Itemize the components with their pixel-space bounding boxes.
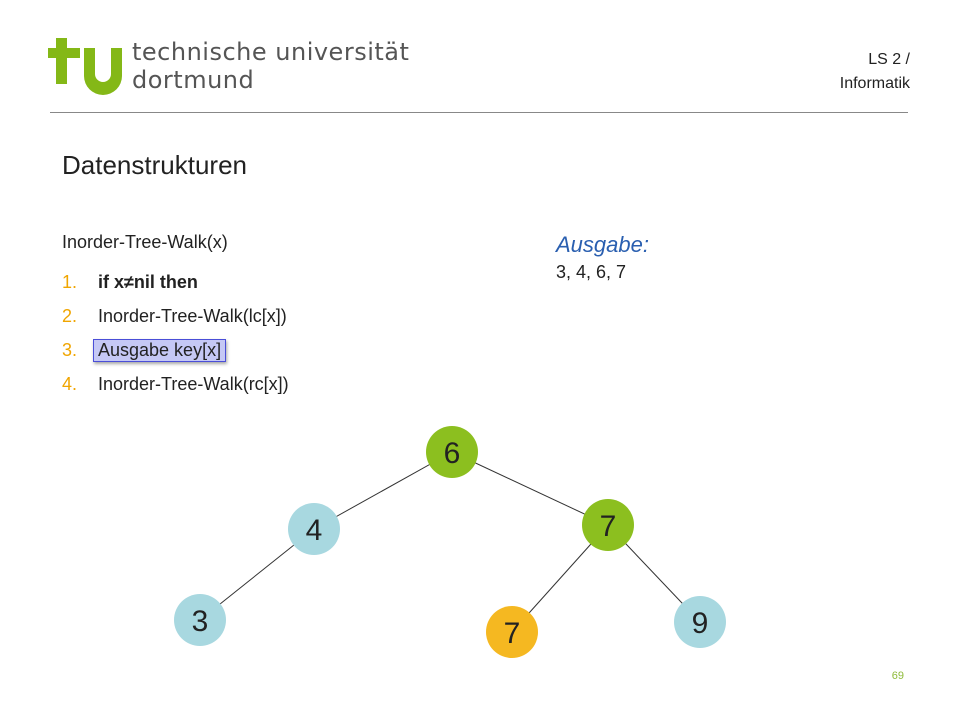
tree-edge bbox=[313, 451, 453, 530]
logo-text-university: technische universität bbox=[132, 38, 410, 66]
tree-edge bbox=[451, 451, 609, 526]
logo-text-city: dortmund bbox=[132, 66, 255, 94]
output-block: Ausgabe: 3, 4, 6, 7 bbox=[556, 232, 649, 283]
tu-dortmund-logo: technische universität dortmund bbox=[48, 34, 409, 96]
step-number: 3. bbox=[62, 339, 78, 360]
algorithm-block: Inorder-Tree-Walk(x) 1. if x≠nil then 2.… bbox=[62, 232, 289, 401]
tu-logo-icon bbox=[48, 38, 122, 95]
page-number: 69 bbox=[891, 670, 904, 682]
algorithm-name: Inorder-Tree-Walk(x) bbox=[62, 232, 228, 252]
chair-name: LS 2 / bbox=[868, 51, 910, 68]
step-number: 2. bbox=[62, 305, 78, 326]
tree-node-key: 9 bbox=[692, 607, 709, 640]
algorithm-step: 1. if x≠nil then bbox=[62, 265, 289, 299]
tree-node-default bbox=[174, 594, 226, 646]
header-divider bbox=[50, 112, 908, 113]
tree-node-current bbox=[486, 606, 538, 658]
step-number: 1. bbox=[62, 271, 78, 292]
tree-node-key: 7 bbox=[504, 617, 521, 650]
algorithm-step-highlighted: 3. Ausgabe key[x] bbox=[62, 333, 289, 367]
tree-node-visited bbox=[426, 426, 478, 478]
tree-node-key: 6 bbox=[444, 437, 461, 470]
algorithm-step: 4. Inorder-Tree-Walk(rc[x]) bbox=[62, 367, 289, 401]
tree-node-default bbox=[674, 596, 726, 648]
output-values: 3, 4, 6, 7 bbox=[556, 262, 627, 282]
slide-title: Datenstrukturen bbox=[62, 150, 247, 180]
step-text-highlighted: Ausgabe key[x] bbox=[93, 338, 227, 362]
output-label: Ausgabe: bbox=[556, 232, 649, 257]
step-text: if x≠nil then bbox=[98, 271, 198, 292]
step-number: 4. bbox=[62, 373, 78, 394]
tree-node-key: 3 bbox=[192, 605, 209, 638]
step-text: Inorder-Tree-Walk(rc[x]) bbox=[98, 373, 289, 394]
step-text: Inorder-Tree-Walk(lc[x]) bbox=[98, 305, 287, 326]
department-name: Informatik bbox=[839, 75, 910, 92]
algorithm-steps: 1. if x≠nil then 2. Inorder-Tree-Walk(lc… bbox=[62, 265, 289, 401]
chair-label: LS 2 / Informatik bbox=[840, 48, 910, 96]
tree-node-key: 7 bbox=[600, 510, 617, 543]
tree-node-visited bbox=[582, 499, 634, 551]
algorithm-step: 2. Inorder-Tree-Walk(lc[x]) bbox=[62, 299, 289, 333]
tree-node-default bbox=[288, 503, 340, 555]
tree-node-key: 4 bbox=[306, 514, 323, 547]
